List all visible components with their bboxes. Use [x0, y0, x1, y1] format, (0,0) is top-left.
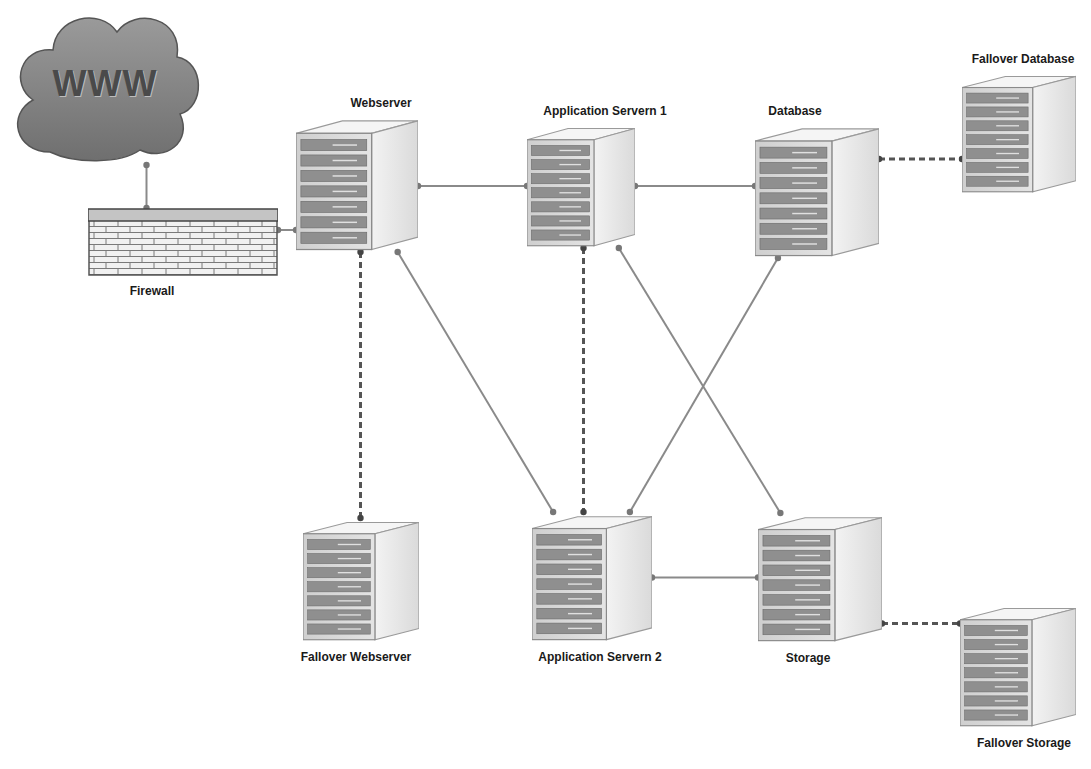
connector-path	[652, 577, 758, 579]
node-label: Fallover Webserver	[299, 650, 414, 664]
endpoint-dot	[357, 515, 363, 521]
server: Database	[755, 124, 879, 258]
connector-path	[398, 252, 553, 512]
network-link	[632, 183, 758, 189]
node-label: Webserver	[348, 96, 413, 110]
endpoint-dot	[550, 509, 556, 515]
wall-icon	[88, 208, 278, 276]
endpoint-dot	[627, 509, 633, 515]
node-label: Storage	[784, 651, 833, 665]
network-link	[143, 162, 149, 211]
endpoint-dot	[616, 245, 622, 251]
node-label: Application Servern 1	[541, 104, 668, 118]
server: Webserver	[296, 116, 418, 252]
server-icon	[527, 124, 635, 248]
cloud-text: WWW	[53, 63, 158, 105]
internet-cloud: WWW	[5, 2, 205, 165]
server-icon	[960, 604, 1076, 728]
failover-link	[580, 245, 586, 515]
network-link	[616, 245, 784, 516]
server-icon	[303, 518, 419, 642]
connector-path	[879, 158, 962, 161]
connector-path	[418, 185, 527, 187]
server-icon	[296, 116, 418, 252]
connector-path	[619, 248, 781, 513]
server: Application Servern 2	[532, 512, 652, 642]
firewall: Firewall	[88, 208, 278, 276]
node-label: Application Servern 2	[536, 650, 663, 664]
server-icon	[758, 513, 882, 643]
connector-path	[359, 252, 362, 518]
server: Application Servern 1	[527, 124, 635, 248]
network-link	[415, 183, 530, 189]
network-link	[394, 249, 556, 515]
endpoint-dot	[143, 162, 149, 168]
server: Fallover Database	[962, 72, 1076, 194]
server-icon	[755, 124, 879, 258]
connector-path	[882, 622, 960, 625]
connector-path	[635, 185, 755, 187]
server-icon	[962, 72, 1076, 194]
network-link	[627, 255, 781, 515]
connector-path	[630, 258, 778, 512]
endpoint-dot	[777, 510, 783, 516]
connector-path	[582, 248, 585, 512]
node-label: Firewall	[128, 284, 177, 298]
endpoint-dot	[394, 249, 400, 255]
connector-path	[146, 165, 148, 208]
failover-link	[357, 249, 363, 521]
failover-link	[879, 620, 963, 626]
server-icon	[532, 512, 652, 642]
server: Storage	[758, 513, 882, 643]
failover-link	[876, 156, 965, 162]
node-label: Fallover Storage	[975, 736, 1073, 750]
node-label: Fallover Database	[970, 52, 1077, 66]
network-link	[649, 574, 761, 580]
node-label: Database	[766, 104, 823, 118]
server: Fallover Webserver	[303, 518, 419, 642]
endpoint-dot	[580, 509, 586, 515]
server: Fallover Storage	[960, 604, 1076, 728]
